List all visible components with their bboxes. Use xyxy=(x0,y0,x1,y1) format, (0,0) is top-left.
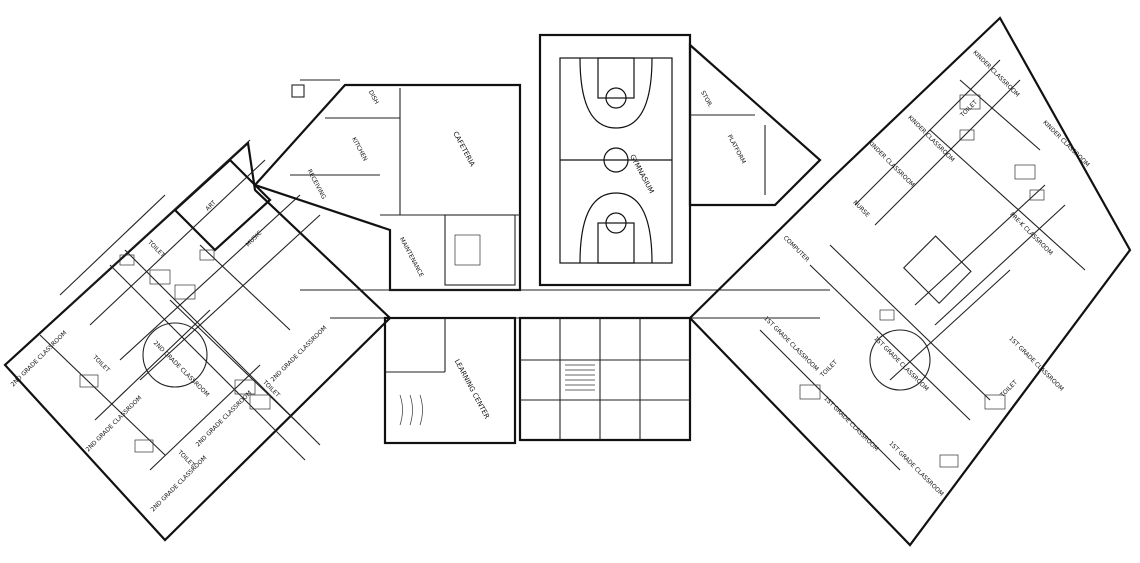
room-kinder-c: KINDER CLASSROOM xyxy=(1041,119,1090,168)
right-toilet-fixtures xyxy=(799,94,1045,468)
left-corridor-wall-d xyxy=(89,159,266,326)
basketball-court xyxy=(559,57,673,264)
right-partition-c xyxy=(889,269,1011,381)
room-dish: DISH xyxy=(367,89,380,105)
left-partition-f xyxy=(199,244,291,331)
room-1st-grade-b: 1ST GRADE CLASSROOM xyxy=(872,335,930,393)
admin-partitions xyxy=(520,318,690,440)
room-platform: PLATFORM xyxy=(726,134,747,165)
right-courtyard xyxy=(902,235,972,305)
right-toilet-c: TOILET xyxy=(998,379,1019,400)
room-receiving: RECEIVING xyxy=(306,168,328,200)
toilet-label-a: TOILET xyxy=(90,353,111,374)
left-corridor-wall-f xyxy=(139,214,321,381)
room-kinder-b: KINDER CLASSROOM xyxy=(906,114,955,163)
room-learning-center: LEARNING CENTER xyxy=(453,358,491,420)
left-partition-a xyxy=(39,334,166,456)
left-partition-b xyxy=(169,299,301,426)
left-corridor-wall-a xyxy=(109,264,306,461)
room-2nd-grade-b: 2ND GRADE CLASSROOM xyxy=(85,395,144,454)
right-corridor-wall-e xyxy=(914,184,1046,306)
stage-steps xyxy=(399,394,423,426)
right-partition-b xyxy=(759,329,901,471)
service-box xyxy=(291,84,305,98)
room-cafeteria: CAFETERIA xyxy=(451,130,476,168)
room-kinder-a: KINDER CLASSROOM xyxy=(971,49,1020,98)
room-1st-grade-d: 1ST GRADE CLASSROOM xyxy=(887,440,945,498)
room-kitchen: KITCHEN xyxy=(350,136,368,162)
right-corridor-wall-a xyxy=(854,59,1001,206)
room-computer: COMPUTER xyxy=(782,235,811,264)
left-corridor-wall-c xyxy=(69,139,251,306)
right-corridor-wall-b xyxy=(874,79,1021,226)
room-2nd-grade-a: 2ND GRADE CLASSROOM xyxy=(10,330,69,389)
right-wing: KINDER CLASSROOM KINDER CLASSROOM KINDER… xyxy=(688,16,1132,547)
room-kinder-d: KINDER CLASSROOM xyxy=(866,139,915,188)
admin-block-outline xyxy=(518,316,692,442)
restroom-fixtures xyxy=(454,234,481,266)
center-block: CAFETERIA KITCHEN DISH RECEIVING MAINTEN… xyxy=(253,33,830,445)
toilet-label-b: TOILET xyxy=(145,238,166,259)
room-maintenance: MAINTENANCE xyxy=(398,236,425,278)
left-wing-outline xyxy=(3,140,392,542)
room-storage: STOR. xyxy=(699,90,714,109)
right-toilet-b: TOILET xyxy=(818,359,839,380)
room-1st-grade-a: 1ST GRADE CLASSROOM xyxy=(762,315,820,373)
left-hub-circle xyxy=(142,322,208,388)
right-corridor-wall-c xyxy=(809,264,971,421)
platform-outline xyxy=(688,42,822,207)
left-partition-d xyxy=(149,364,261,471)
left-partition-c xyxy=(94,309,211,421)
right-corridor-wall-d xyxy=(829,244,991,401)
right-wing-outline xyxy=(688,16,1132,547)
right-corridor-wall-f xyxy=(934,204,1066,326)
toilet-label-d: TOILET xyxy=(175,448,196,469)
right-hub-circle xyxy=(869,329,931,391)
room-2nd-grade-e: 2ND GRADE CLASSROOM xyxy=(270,325,329,384)
learning-center-outline xyxy=(383,316,517,445)
room-computer-small: NURSE xyxy=(851,199,871,219)
left-toilet-fixtures xyxy=(79,249,271,453)
left-corridor-wall-e xyxy=(119,194,301,361)
admin-stair xyxy=(565,364,595,391)
restroom-core xyxy=(444,214,516,286)
room-art: ART xyxy=(204,199,217,212)
left-wing: 2ND GRADE CLASSROOM 2ND GRADE CLASSROOM … xyxy=(3,139,392,542)
right-partition-a xyxy=(929,129,1086,271)
room-pre-k: PRE-K CLASSROOM xyxy=(1008,211,1054,257)
hub-label: 2ND GRADE CLASSROOM xyxy=(152,340,211,399)
right-partition-d xyxy=(959,79,1041,151)
left-partition-e xyxy=(59,194,166,296)
room-1st-grade-c: 1ST GRADE CLASSROOM xyxy=(822,395,880,453)
room-music: MUSIC xyxy=(245,230,264,249)
